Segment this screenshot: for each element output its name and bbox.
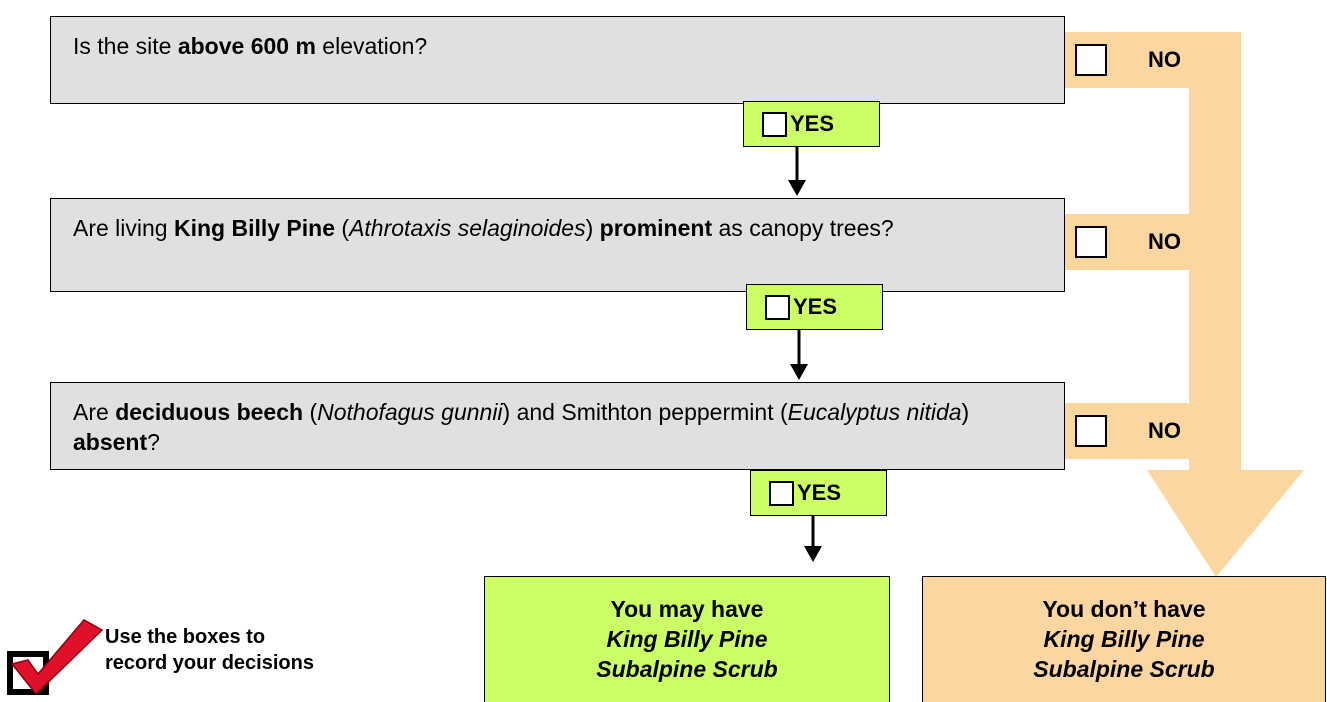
question-2-text: Are living King Billy Pine (Athrotaxis s… xyxy=(73,215,894,241)
no-checkbox-2[interactable] xyxy=(1075,226,1107,258)
no-option-2: NO xyxy=(1065,214,1241,270)
yes-checkbox-1[interactable] xyxy=(762,111,787,137)
result-may-have-line3: Subalpine Scrub xyxy=(596,656,778,682)
no-path-arrow xyxy=(1147,32,1304,577)
question-1-box: Is the site above 600 m elevation? xyxy=(50,16,1065,104)
checkbox-check-icon xyxy=(7,619,104,696)
result-dont-have-line2: King Billy Pine xyxy=(1043,626,1205,652)
yes-option-2: YES xyxy=(746,284,883,330)
yes-arrow-2 xyxy=(790,330,808,380)
no-label-2: NO xyxy=(1148,229,1181,254)
result-dont-have-line3: Subalpine Scrub xyxy=(1033,656,1215,682)
yes-label-1: YES xyxy=(790,111,835,136)
no-option-1: NO xyxy=(1065,32,1241,88)
no-label-1: NO xyxy=(1148,47,1181,72)
yes-label-3: YES xyxy=(797,480,842,505)
question-3-text: Are deciduous beech (Nothofagus gunnii) … xyxy=(73,399,970,455)
yes-option-1: YES xyxy=(743,101,880,147)
no-checkbox-1[interactable] xyxy=(1075,44,1107,76)
result-may-have: You may have King Billy Pine Subalpine S… xyxy=(484,576,890,702)
question-1-text: Is the site above 600 m elevation? xyxy=(73,33,428,59)
yes-checkbox-2[interactable] xyxy=(765,294,790,320)
no-label-3: NO xyxy=(1148,418,1181,443)
no-option-3: NO xyxy=(1065,403,1241,459)
no-checkbox-3[interactable] xyxy=(1075,415,1107,447)
yes-arrow-3 xyxy=(804,516,822,562)
yes-arrow-1 xyxy=(788,147,806,196)
legend-text: Use the boxes to record your decisions xyxy=(105,624,314,676)
result-may-have-line1: You may have xyxy=(610,596,764,622)
legend-line-1: Use the boxes to xyxy=(105,626,266,648)
question-2-box: Are living King Billy Pine (Athrotaxis s… xyxy=(50,198,1065,292)
result-dont-have-line1: You don’t have xyxy=(1042,596,1206,622)
question-3-box: Are deciduous beech (Nothofagus gunnii) … xyxy=(50,382,1065,470)
yes-label-2: YES xyxy=(793,294,838,319)
yes-checkbox-3[interactable] xyxy=(769,480,794,506)
legend-line-2: record your decisions xyxy=(105,652,314,674)
result-dont-have: You don’t have King Billy Pine Subalpine… xyxy=(922,576,1326,702)
result-may-have-line2: King Billy Pine xyxy=(606,626,768,652)
yes-option-3: YES xyxy=(750,470,887,516)
